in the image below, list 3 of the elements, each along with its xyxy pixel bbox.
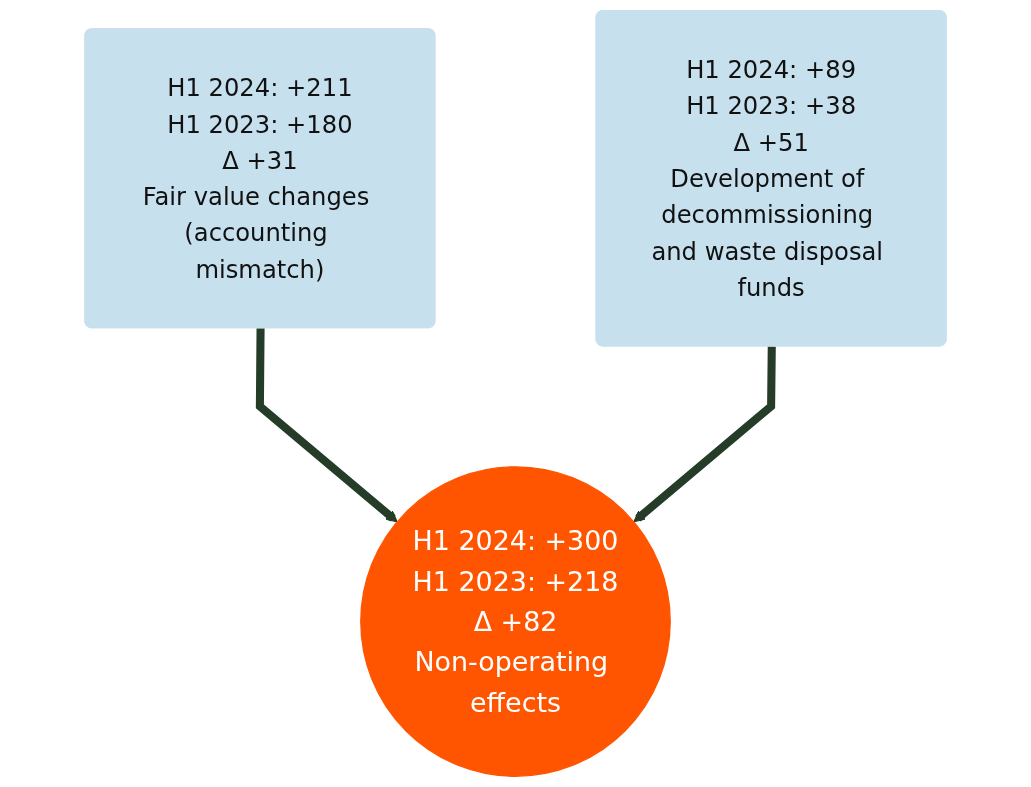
arrow — [633, 346, 776, 523]
node-circle: H1 2024: +300 H1 2023: +218 Δ +82 Non-operating effects — [360, 466, 671, 777]
arrow — [255, 328, 398, 523]
